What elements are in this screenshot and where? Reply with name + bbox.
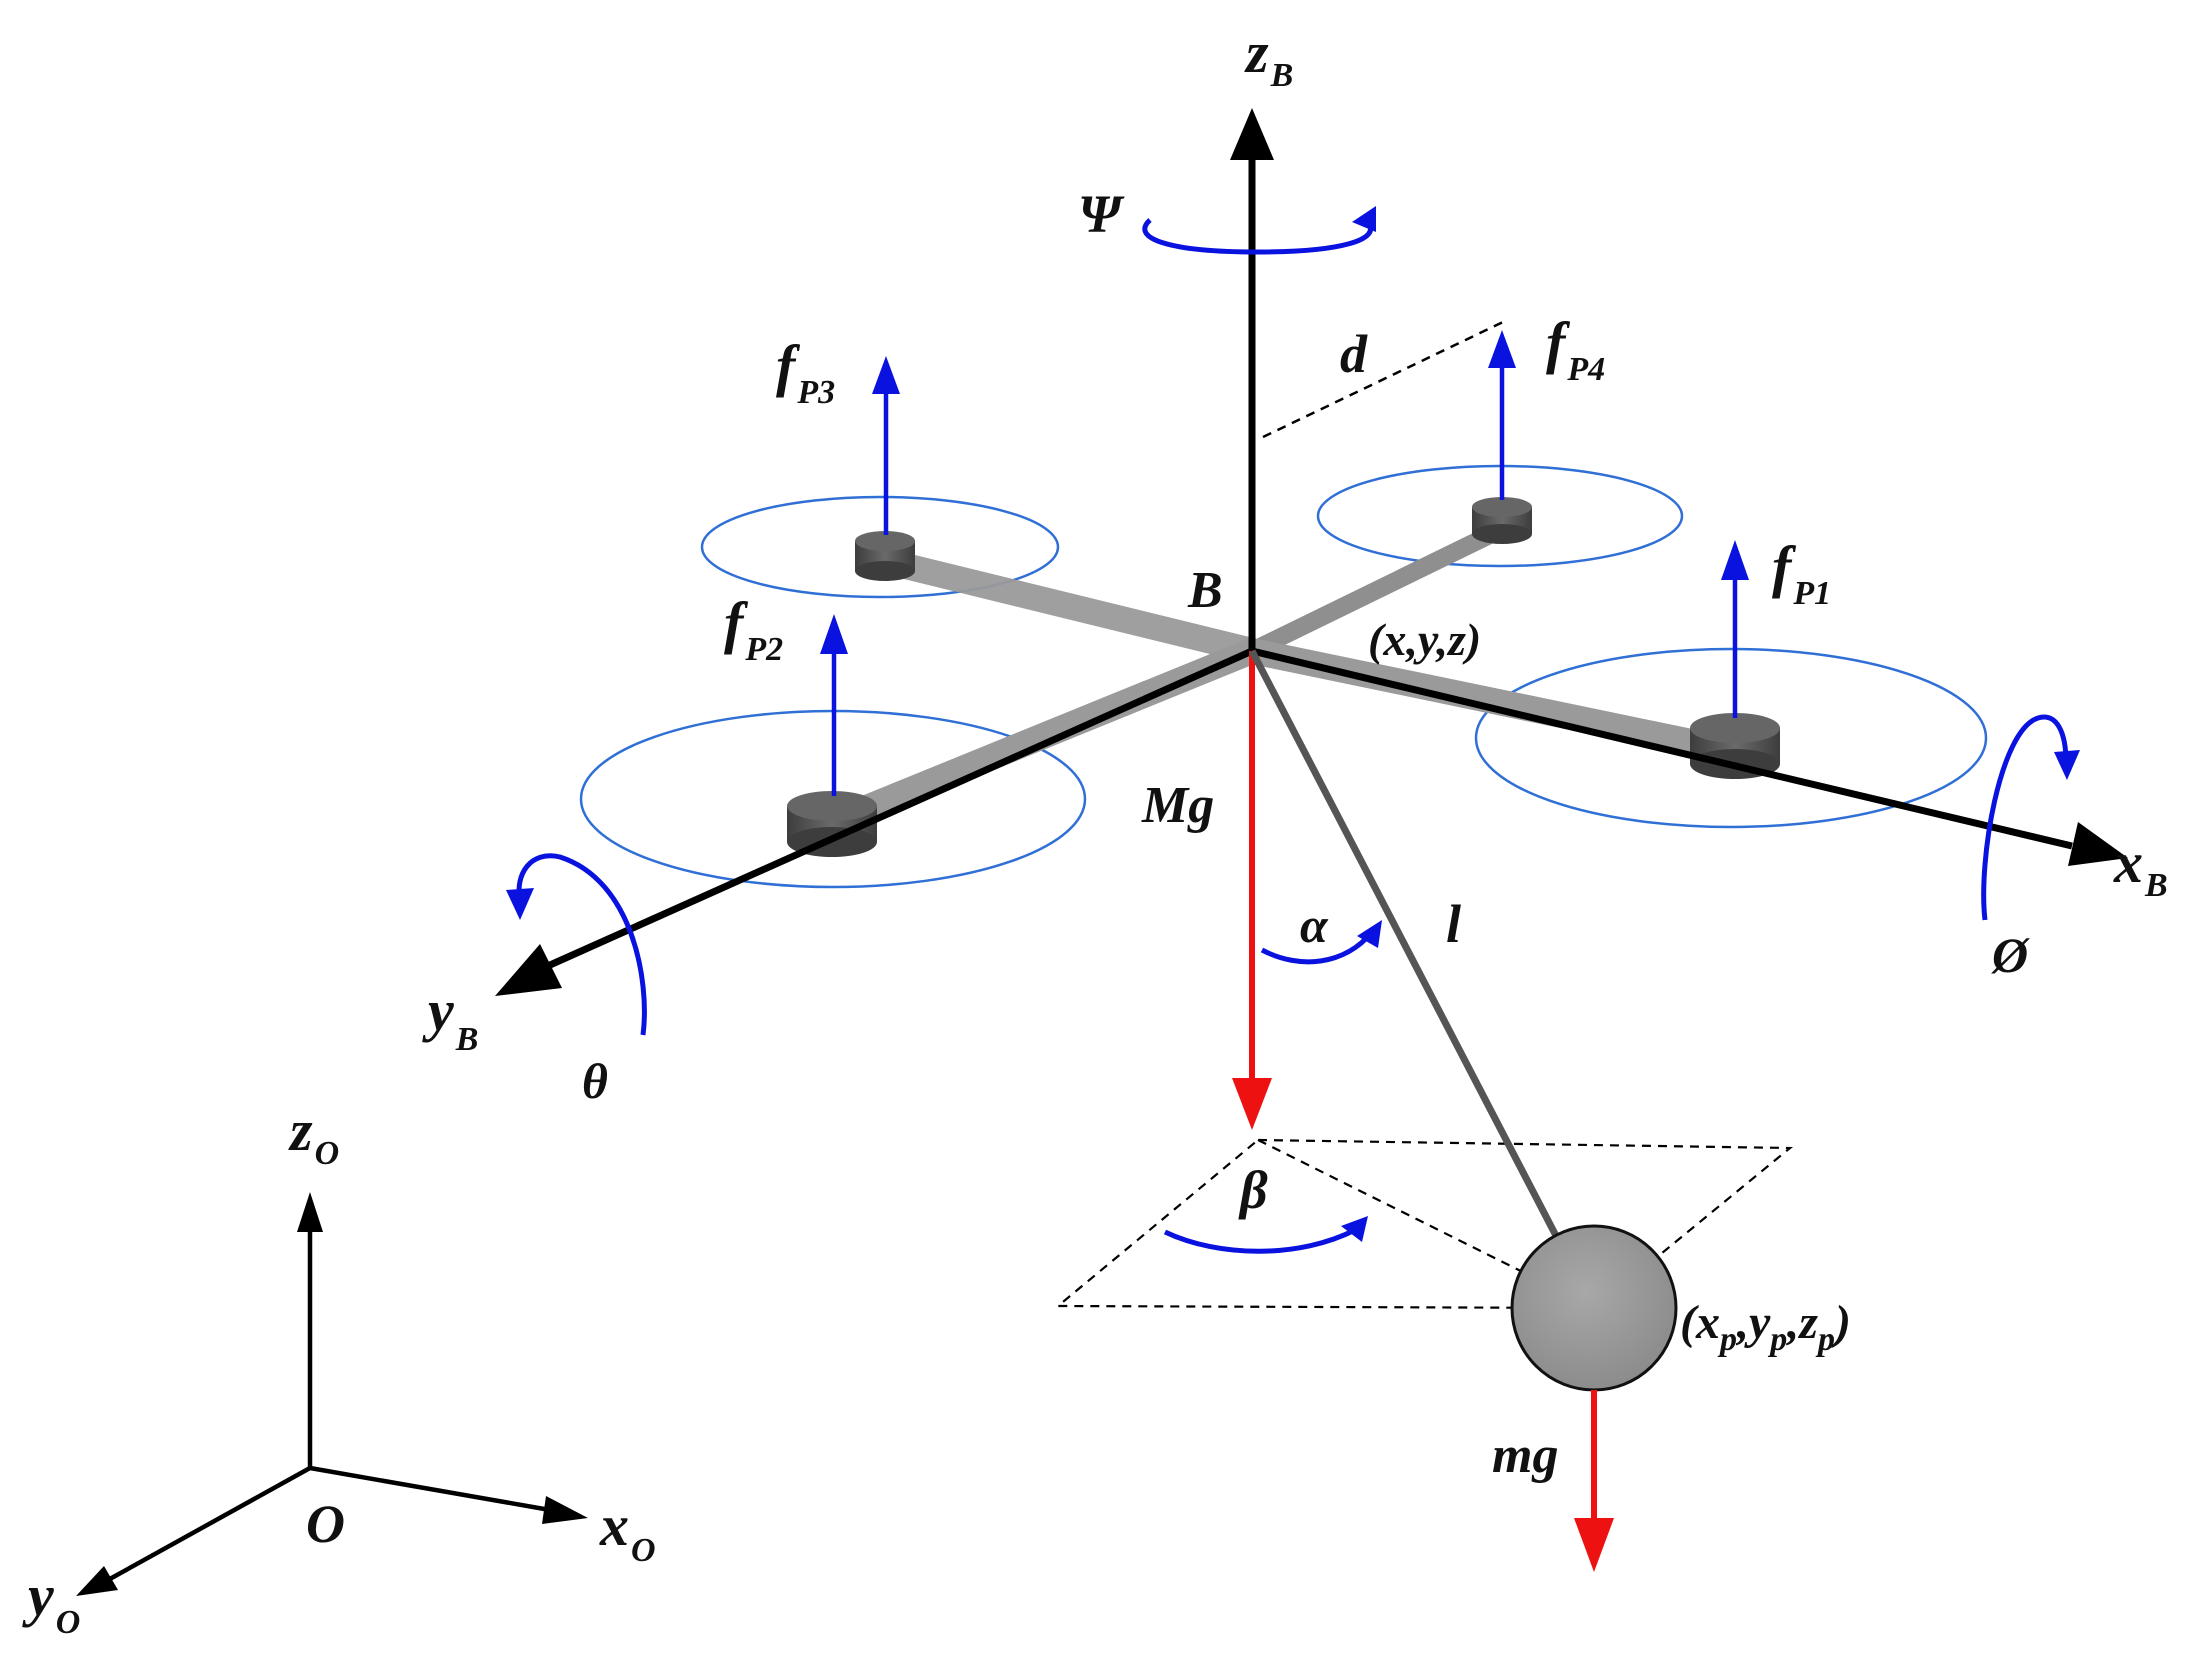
cable-length-label: l: [1446, 894, 1461, 954]
yB-arrowhead: [495, 944, 562, 996]
xB-label: xB: [2113, 830, 2168, 904]
body-gravity-arrow: [1232, 651, 1272, 1130]
body-origin-label: B: [1187, 562, 1223, 619]
xO-label: xO: [599, 1493, 656, 1569]
psi-label: Ψ: [1078, 184, 1125, 244]
body-axes: [495, 108, 2128, 996]
zO-label: zO: [288, 1098, 339, 1172]
theta-label: θ: [582, 1053, 608, 1109]
origin-O-label: O: [306, 1494, 345, 1554]
rotation-arrows: [506, 206, 2080, 1254]
zB-arrowhead: [1230, 108, 1274, 160]
arm-length-dashed-line: [1262, 320, 1504, 439]
xB-axis: [1251, 647, 2073, 850]
fP4-label: fP4: [1546, 310, 1605, 388]
xB-arrowhead: [2068, 822, 2128, 866]
Mg-label: Mg: [1141, 777, 1214, 834]
body-position-label: (x,y,z): [1368, 614, 1481, 665]
load-plane: [1054, 1138, 1794, 1310]
fP1-label: fP1: [1772, 534, 1831, 612]
rotor-disk-1: [1474, 647, 1988, 829]
yB-label: yB: [422, 978, 478, 1058]
payload-mass: [1510, 1224, 1678, 1392]
fP3-label: fP3: [776, 333, 835, 411]
phi-label: Ø: [1991, 927, 2030, 983]
phi-rotation-arrow: [1981, 714, 2069, 921]
alpha-label: α: [1300, 897, 1329, 953]
load-gravity-arrow: [1574, 1390, 1614, 1572]
thrust-arrows: [820, 330, 1749, 796]
beta-angle-arrow: [1163, 1227, 1357, 1254]
motor-4: [1472, 497, 1532, 544]
theta-rotation-arrow: [516, 853, 647, 1036]
yB-axis: [548, 647, 1254, 969]
beta-label: β: [1238, 1160, 1268, 1220]
mg-label: mg: [1492, 1427, 1558, 1484]
inertial-frame: [76, 1192, 588, 1596]
zB-label: zB: [1244, 20, 1293, 94]
rotor-disk-3: [700, 495, 1060, 599]
fP2-label: fP2: [724, 590, 783, 668]
cable: [1248, 649, 1570, 1257]
alpha-angle-arrow: [1260, 930, 1374, 965]
labels: zB Ψ d fP3 fP4 fP1 fP2 B (x,y,z) Mg α l …: [22, 20, 2168, 1641]
load-position-label: (xp,yp,zp): [1680, 1296, 1851, 1358]
psi-rotation-arrow: [1142, 218, 1374, 255]
yO-label: yO: [22, 1563, 80, 1641]
d-label: d: [1340, 324, 1368, 384]
motor-3: [855, 531, 915, 581]
